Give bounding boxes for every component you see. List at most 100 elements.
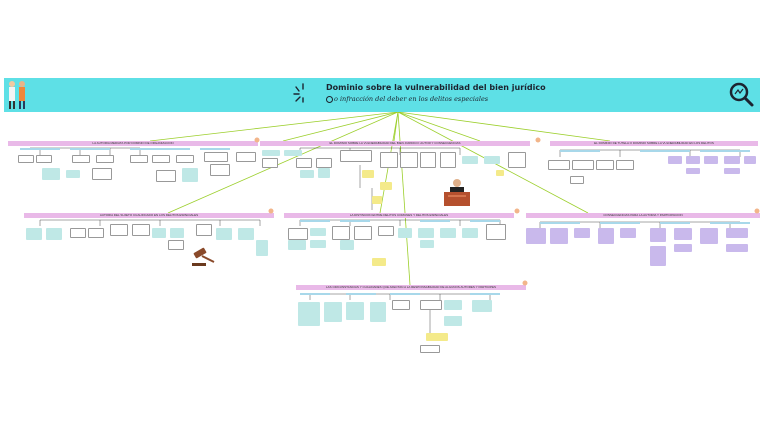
subheader-bar (70, 148, 110, 150)
concept-box (42, 168, 60, 180)
subheader-bar (640, 150, 690, 152)
concept-box (196, 224, 212, 236)
concept-box (674, 228, 692, 240)
section-header-bottom: LAS CIRCUNSTANCIAS Y CUALIDADES QUE AFEC… (296, 285, 526, 290)
concept-box (380, 152, 398, 168)
concept-box (288, 240, 306, 250)
concept-box (96, 155, 114, 163)
section-header-top-right: EL DOMINIO DE TUTELA O DOMINIO SOBRE LA … (550, 141, 758, 146)
concept-box (236, 152, 256, 162)
subheader-bar (710, 222, 750, 224)
concept-box (262, 150, 280, 156)
concept-box (570, 176, 584, 184)
concept-box (288, 228, 308, 240)
concept-box (726, 244, 748, 252)
concept-box (650, 246, 666, 266)
concept-box (400, 152, 418, 168)
highlight-box (496, 170, 504, 176)
flower-icon (754, 208, 760, 214)
concept-box (204, 152, 228, 162)
concept-box (72, 155, 90, 163)
concept-box (318, 168, 330, 178)
concept-box (256, 240, 268, 256)
subheader-bar (420, 220, 450, 222)
flower-icon (535, 137, 541, 143)
people-icon (9, 81, 25, 109)
concept-box (88, 228, 104, 238)
concept-box (298, 302, 320, 326)
highlight-box (426, 333, 448, 341)
concept-box (572, 160, 594, 170)
concept-box (354, 226, 372, 240)
concept-box (210, 164, 230, 176)
title-banner (4, 78, 760, 112)
concept-box (704, 156, 718, 164)
subheader-bar (300, 293, 330, 295)
concept-box (420, 152, 436, 168)
concept-box (574, 228, 590, 238)
subheader-bar (300, 220, 330, 222)
concept-box (650, 228, 666, 242)
section-header-mid-center: LA DISTINCION ENTRE DELITOS COMUNES Y DE… (284, 213, 514, 218)
concept-box (462, 228, 478, 238)
gavel-icon (192, 247, 215, 266)
subheader-bar (340, 220, 370, 222)
section-header-mid-left: AUTORIA DEL SUJETO CUALIFICADO EN LOS DE… (24, 213, 274, 218)
concept-box (398, 228, 412, 238)
concept-box (744, 156, 756, 164)
concept-box (420, 240, 434, 248)
concept-box (316, 158, 332, 168)
concept-box (324, 302, 342, 322)
concept-box (170, 228, 184, 238)
concept-box (548, 160, 570, 170)
concept-box (346, 302, 364, 320)
concept-box (176, 155, 194, 163)
concept-box (152, 155, 170, 163)
concept-box (486, 224, 506, 240)
concept-box (310, 228, 326, 236)
concept-box (616, 160, 634, 170)
subheader-bar (600, 222, 640, 224)
concept-box (444, 300, 462, 310)
concept-box (724, 156, 740, 164)
burst-icon (293, 83, 304, 103)
concept-box (444, 316, 462, 326)
concept-box (596, 160, 614, 170)
concept-box (262, 158, 278, 168)
concept-box (310, 240, 326, 248)
concept-box (110, 224, 128, 236)
flower-icon (254, 137, 260, 143)
concept-box (686, 156, 700, 164)
concept-box (340, 240, 354, 250)
concept-box (726, 228, 748, 238)
concept-box (132, 224, 150, 236)
concept-box (462, 156, 478, 164)
concept-box (392, 300, 410, 310)
flower-icon (522, 280, 528, 286)
concept-box (598, 228, 614, 244)
concept-box (130, 155, 148, 163)
concept-box (508, 152, 526, 168)
concept-box (674, 244, 692, 252)
concept-box (440, 228, 456, 238)
concept-box (420, 345, 440, 353)
subheader-bar (470, 293, 500, 295)
subheader-bar (200, 148, 230, 150)
subheader-bar (660, 222, 690, 224)
section-header-top-left: LA AUTORIA MEDIATA POR DOMINIO DE ORGANI… (8, 141, 258, 146)
concept-box (156, 170, 176, 182)
concept-box (66, 170, 80, 178)
judge-icon (444, 179, 470, 206)
concept-box (526, 228, 546, 244)
concept-box (700, 228, 718, 244)
concept-box (70, 228, 86, 238)
subheader-bar (540, 222, 580, 224)
flower-icon (514, 208, 520, 214)
magnifier-icon (729, 82, 754, 107)
concept-box (26, 228, 42, 240)
highlight-box (380, 182, 392, 190)
concept-box (724, 168, 740, 174)
concept-box (550, 228, 568, 244)
concept-box (92, 168, 112, 180)
concept-box (340, 150, 372, 162)
